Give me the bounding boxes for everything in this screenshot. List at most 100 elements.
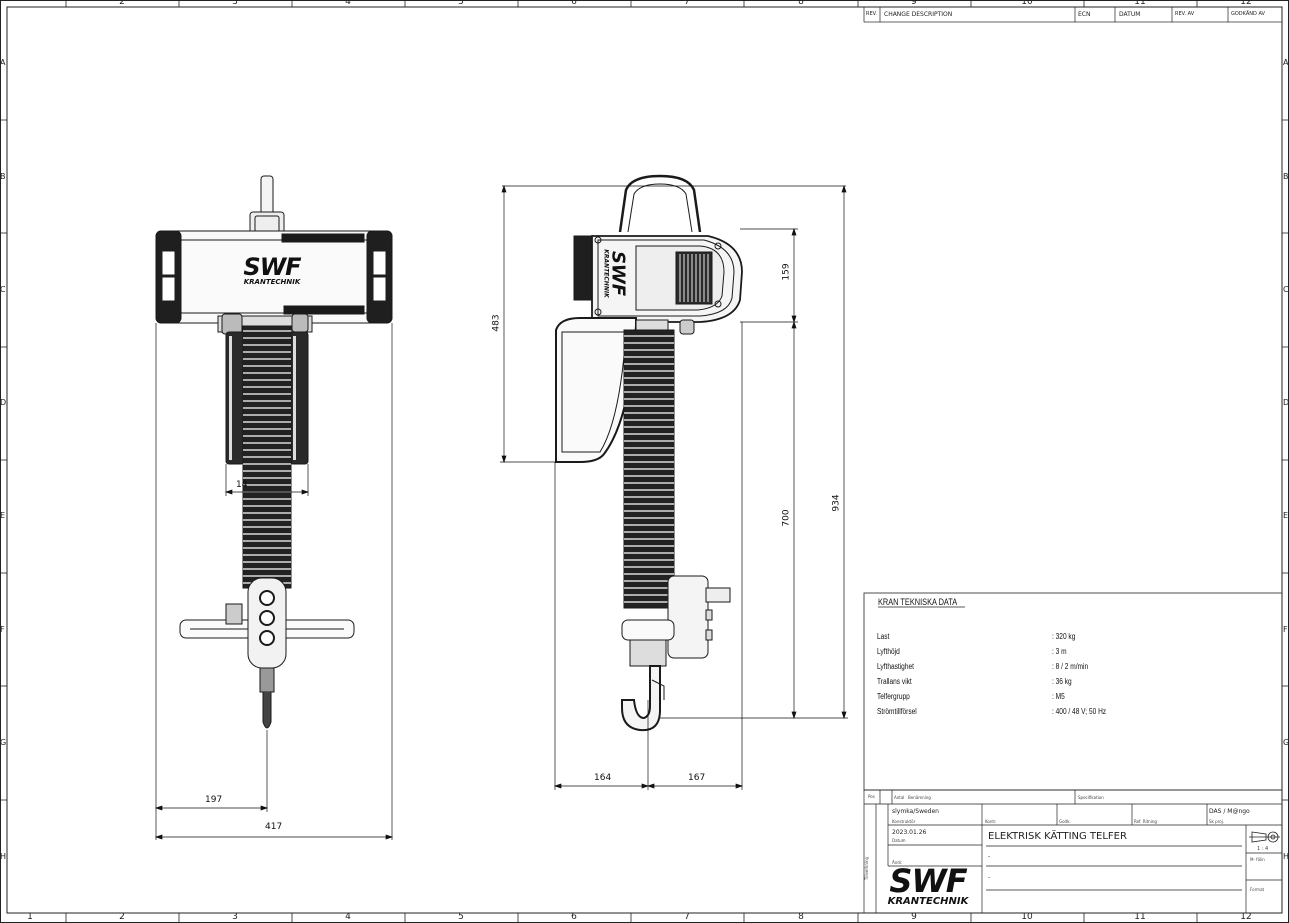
ruler-col-label: 11: [1134, 0, 1146, 7]
datum-header: DATUM: [1119, 11, 1141, 18]
spec-label: Telfergrupp: [877, 692, 910, 701]
ecn-header: ECN: [1078, 11, 1091, 18]
ruler-col-label: 6: [571, 0, 577, 7]
ruler-row-label: G: [0, 738, 7, 747]
tillverk-label: Tillverkning: [864, 856, 870, 881]
side-logo-mark: SWF: [607, 250, 629, 297]
dim-side-right: 167: [688, 773, 706, 783]
dim-side-top: 159: [781, 263, 792, 281]
spec-value: : 8 / 2 m/min: [1052, 662, 1089, 671]
ruler-row-label: F: [1283, 625, 1288, 634]
dim-side-total: 934: [831, 494, 842, 512]
dim-side-upper: 483: [491, 314, 502, 332]
ruler-col-label: 12: [1240, 0, 1252, 7]
kontr-label: Kontr.: [985, 819, 997, 824]
godk-label: Godk.: [1059, 819, 1071, 824]
ruler-col-label: 12: [1240, 912, 1252, 922]
software-value: DAS / M@ngo: [1209, 808, 1250, 815]
specifikation-label: Specifikation: [1078, 795, 1104, 800]
ruler-row-label: D: [0, 398, 7, 407]
ruler-col-label: 6: [571, 912, 577, 922]
ruler-col-label: 10: [1021, 0, 1033, 7]
dim-front-width: 417: [265, 822, 283, 832]
ruler-row-label: B: [0, 172, 6, 181]
format-label: Format: [1250, 887, 1265, 892]
dim-side-lower: 700: [781, 509, 792, 527]
title-logo-mark: SWF: [889, 862, 967, 900]
ruler-col-label: 4: [345, 0, 351, 7]
ruler-col-label: 9: [911, 0, 917, 7]
front-logo-sub: KRANTECHNIK: [243, 278, 301, 286]
title-block-frame: [863, 789, 1283, 914]
title-block-logo: SWF KRANTECHNIK: [880, 862, 976, 908]
benamning-label: Benämning: [908, 795, 931, 800]
ruler-col-label: 11: [1134, 912, 1146, 922]
spec-label: Strömtillförsel: [877, 707, 917, 716]
side-dimension-lines: [500, 184, 848, 790]
pos-label: Pos: [868, 794, 875, 799]
side-view: [555, 174, 743, 732]
ruler-row-label: A: [1283, 58, 1289, 67]
front-coil-rings: [243, 330, 291, 584]
ruler-col-label: 3: [232, 912, 238, 922]
change-description-header: CHANGE DESCRIPTION: [884, 11, 953, 18]
revision-table: [863, 6, 1283, 23]
rev-av-header: REV. AV: [1175, 11, 1195, 17]
spec-value: : M5: [1052, 692, 1065, 701]
front-dimension-lines: [154, 323, 394, 840]
title-logo-sub: KRANTECHNIK: [887, 896, 969, 907]
drawing-line2: -: [988, 853, 991, 860]
ruler-row-label: E: [0, 511, 6, 520]
ruler-row-label: F: [0, 625, 5, 634]
spec-value: : 320 kg: [1052, 632, 1076, 641]
datum-label: Datum: [892, 838, 906, 843]
ruler-row-label: D: [1283, 398, 1289, 407]
front-logo: SWF KRANTECHNIK: [232, 253, 312, 287]
sw-label: Sk proj.: [1209, 819, 1225, 824]
ruler-row-label: C: [1283, 285, 1289, 294]
side-logo-sub: KRANTECHNIK: [602, 249, 610, 298]
front-view: [155, 175, 393, 729]
konstruktor-label: Konstruktör: [892, 819, 916, 824]
dim-front-small: 14: [236, 480, 248, 490]
godkand-av-header: GODKÄND AV: [1231, 11, 1265, 17]
datum-value: 2023.01.26: [892, 829, 927, 836]
rev-header: REV.: [866, 11, 877, 17]
ruler-col-label: 4: [345, 912, 351, 922]
ruler-col-label: 1: [27, 912, 33, 922]
side-coil-rings: [624, 335, 674, 603]
ruler-col-label: 9: [911, 912, 917, 922]
ruler-row-label: A: [0, 58, 6, 67]
ruler-col-label: 2: [119, 0, 125, 7]
ruler-row-label: H: [0, 852, 7, 861]
ruler-col-label: 5: [458, 0, 464, 7]
spec-label: Last: [877, 632, 890, 641]
spec-value: : 400 / 48 V; 50 Hz: [1052, 707, 1107, 716]
ruler-col-label: 7: [684, 0, 690, 7]
ruler-row-label: G: [1283, 738, 1289, 747]
ruler-col-label: 8: [798, 912, 804, 922]
dim-front-half: 197: [205, 795, 223, 805]
ruler-row-label: H: [1283, 852, 1289, 861]
scale-value: 1 : 4: [1257, 846, 1269, 852]
ref-label: Ref. Ritning: [1134, 819, 1157, 824]
ruler-col-label: 10: [1021, 912, 1033, 922]
spec-label: Lyfthöjd: [877, 647, 900, 656]
spec-title: KRAN TEKNISKA DATA: [878, 597, 958, 607]
drawing-title: ELEKTRISK KÄTTING TELFER: [988, 831, 1127, 842]
ruler-col-label: 8: [798, 0, 804, 7]
ruler-col-label: 7: [684, 912, 690, 922]
spec-panel-frame: [863, 592, 1283, 791]
dim-side-left: 164: [594, 773, 612, 783]
ruler-col-label: 5: [458, 912, 464, 922]
spec-value: : 36 kg: [1052, 677, 1072, 686]
ruler-row-label: B: [1283, 172, 1289, 181]
spec-value: : 3 m: [1052, 647, 1067, 656]
ruler-row-label: E: [1283, 511, 1289, 520]
front-logo-mark: SWF: [243, 253, 301, 281]
spec-label: Trallans vikt: [877, 677, 912, 686]
andr-label: Ändr.: [892, 860, 903, 865]
side-logo: SWF KRANTECHNIK: [602, 234, 629, 314]
